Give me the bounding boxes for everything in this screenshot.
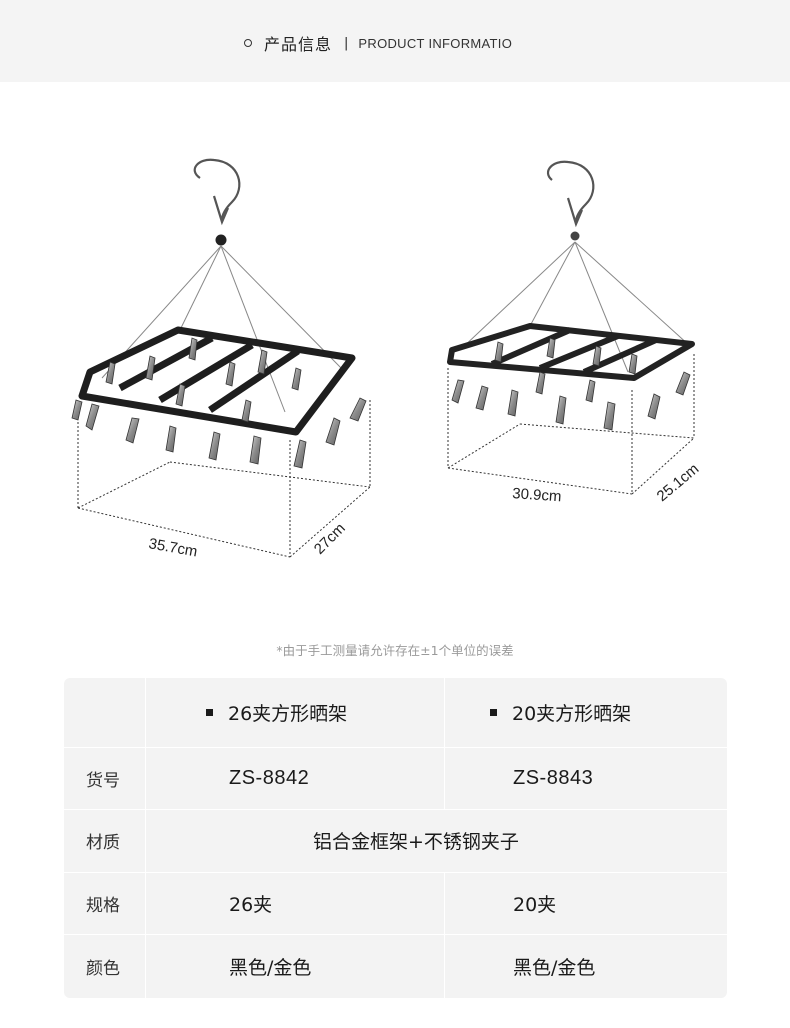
row-label-spec: 规格 [86, 895, 120, 916]
row-label-color: 颜色 [86, 958, 120, 979]
color-value-26: 黑色/金色 [229, 956, 312, 979]
table-row-divider [64, 747, 727, 748]
color-value-20: 黑色/金色 [513, 956, 596, 979]
model-value-26: ZS-8842 [229, 766, 310, 789]
square-bullet-icon [206, 709, 213, 716]
model-value-20: ZS-8843 [513, 766, 594, 789]
column-header-label: 26夹方形晒架 [228, 703, 348, 725]
row-label-model: 货号 [86, 770, 120, 791]
column-header-label: 20夹方形晒架 [512, 703, 632, 725]
material-value: 铝合金框架+不锈钢夹子 [313, 831, 519, 853]
table-row-divider [64, 934, 727, 935]
table-column-divider [444, 678, 445, 809]
title-separator: | [344, 35, 349, 51]
column-header-26: 26夹方形晒架 [206, 678, 347, 747]
circle-bullet-icon [244, 39, 252, 47]
depth-label-26: 27cm [311, 520, 349, 558]
section-title: 产品信息 [264, 35, 333, 54]
header-bar: 产品信息 | PRODUCT INFORMATIO [0, 0, 790, 82]
depth-label-20: 25.1cm [654, 460, 703, 505]
hook-icon [193, 158, 241, 226]
table-column-divider [444, 872, 445, 998]
spec-value-20: 20夹 [513, 893, 557, 916]
spec-table: 26夹方形晒架 20夹方形晒架 货号 ZS-8842 ZS-8843 材质 铝合… [64, 678, 727, 998]
square-bullet-icon [490, 709, 497, 716]
table-row-divider [64, 809, 727, 810]
header-inner: 产品信息 | PRODUCT INFORMATIO [244, 30, 512, 56]
section-subtitle: PRODUCT INFORMATIO [358, 35, 513, 51]
row-label-material: 材质 [86, 833, 120, 853]
hanger-20-clip-drawing: 30.9cm 25.1cm [447, 160, 703, 505]
product-illustrations: 35.7cm 27cm [71, 158, 703, 560]
width-label-20: 30.9cm [512, 485, 562, 505]
spec-value-26: 26夹 [229, 893, 273, 916]
hook-icon [546, 160, 595, 228]
column-header-20: 20夹方形晒架 [490, 678, 631, 747]
table-column-divider [145, 678, 146, 998]
hanger-26-clip-drawing: 35.7cm 27cm [71, 158, 371, 560]
width-label-26: 35.7cm [147, 535, 198, 560]
measurement-note: *由于手工测量请允许存在±1个单位的误差 [276, 643, 514, 658]
table-row-divider [64, 872, 727, 873]
